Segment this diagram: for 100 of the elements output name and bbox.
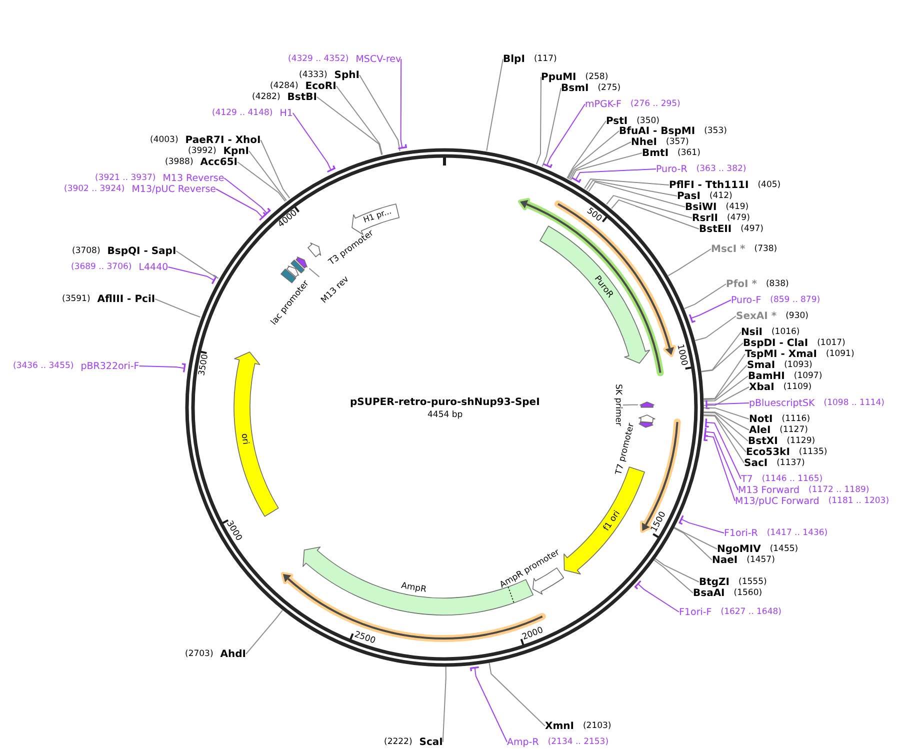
enzyme-name: BtgZI	[699, 576, 730, 588]
scale-number: 2500	[352, 629, 376, 646]
primer-range: (363 .. 382)	[696, 164, 746, 174]
primer-range: (1417 .. 1436)	[766, 528, 828, 538]
leader-line	[700, 332, 742, 372]
leader-line	[488, 662, 546, 726]
leader-line	[568, 142, 632, 180]
leader-line	[705, 418, 742, 480]
site-position: (258)	[585, 72, 608, 82]
enzyme-name: BstBI	[287, 92, 317, 102]
leader-line	[678, 514, 724, 534]
enzyme-name: KpnI	[223, 146, 250, 156]
scale-number: 2000	[520, 626, 545, 643]
primer-name: L4440	[138, 262, 168, 272]
enzyme-name: BmtI	[642, 148, 669, 158]
enzyme-name: BsiWI	[685, 202, 717, 212]
enzyme-name: NaeI	[712, 554, 738, 566]
primer-feature	[294, 254, 310, 270]
leader-line	[470, 666, 508, 742]
leader-line	[237, 162, 286, 202]
site-position: (405)	[758, 180, 781, 190]
feature-label: ori	[238, 432, 250, 445]
site-position: (4003)	[150, 134, 178, 146]
leader-line	[442, 666, 446, 742]
site-position: (2103)	[582, 720, 612, 732]
site-position: (1017)	[817, 338, 846, 348]
leader-line	[584, 178, 670, 189]
feature-label: AmpR	[400, 581, 428, 596]
scale-number: 500	[585, 206, 604, 224]
enzyme-name: SmaI	[747, 360, 776, 370]
leader-line	[154, 298, 201, 318]
site-position: (117)	[534, 54, 557, 64]
site-position: (1137)	[776, 458, 805, 468]
primer-range: (4329 .. 4352)	[288, 54, 349, 64]
primer-range: (3689 .. 3706)	[71, 262, 132, 272]
feature-band	[562, 465, 647, 576]
enzyme-name: SexAI *	[736, 310, 777, 322]
primer-range: (3921 .. 3937)	[95, 172, 156, 184]
leader-line	[486, 58, 504, 152]
leader-line	[703, 412, 748, 442]
leader-line	[703, 354, 746, 400]
leader-line	[358, 74, 400, 152]
leader-line	[542, 88, 562, 167]
enzyme-name: PasI	[677, 190, 700, 202]
primer-name: H1	[280, 108, 293, 118]
enzyme-name: PaeR7I - XhoI	[185, 134, 261, 146]
site-position: (3591)	[62, 294, 90, 304]
leader-line	[570, 152, 642, 181]
enzyme-name: PflFI - Tth111I	[669, 180, 749, 190]
site-position: (738)	[754, 244, 778, 254]
leader-line	[308, 268, 320, 278]
leader-line	[703, 414, 746, 452]
enzyme-name: NsiI	[741, 326, 762, 338]
primer-range: (2134 .. 2153)	[548, 736, 609, 748]
enzyme-name: XbaI	[749, 382, 774, 392]
feature-band	[538, 224, 652, 366]
primer-range: (1172 .. 1189)	[808, 484, 870, 496]
site-position: (1116)	[782, 414, 810, 424]
leader-line	[224, 178, 271, 217]
primer-feature	[638, 400, 656, 410]
leader-line	[542, 104, 586, 168]
enzyme-name: BsmI	[561, 82, 589, 94]
scale-number: 3500	[196, 354, 210, 377]
leader-line	[246, 610, 283, 654]
enzyme-name: MscI *	[711, 244, 746, 254]
primer-name: pBR322ori-F	[80, 360, 140, 372]
enzyme-name: PstI	[606, 116, 628, 126]
leader-line	[260, 140, 290, 199]
primer-name: T7	[741, 474, 753, 484]
site-position: (1093)	[784, 360, 812, 370]
site-position: (479)	[727, 212, 750, 224]
leader-line	[704, 427, 738, 490]
plasmid-name: pSUPER-retro-puro-shNup93-SpeI	[350, 397, 540, 409]
site-position: (1457)	[746, 554, 775, 566]
leader-line	[706, 399, 750, 410]
site-position: (930)	[786, 310, 808, 322]
site-position: (1016)	[771, 326, 800, 338]
leader-line	[536, 76, 542, 165]
enzyme-name: PfoI *	[726, 278, 757, 290]
site-position: (275)	[598, 82, 621, 94]
plasmid-size: 4454 bp	[428, 408, 463, 420]
feature-label: f1 ori	[602, 508, 623, 532]
leader-line	[700, 342, 744, 372]
leader-line	[673, 528, 712, 560]
leader-line	[704, 431, 736, 502]
enzyme-name: NheI	[631, 136, 657, 148]
site-position: (419)	[726, 202, 749, 212]
leader-line	[316, 96, 382, 156]
leader-line	[634, 580, 680, 612]
enzyme-name: NgoMIV	[717, 544, 761, 554]
enzyme-name: BlpI	[503, 54, 525, 64]
primer-range: (1181 .. 1203)	[828, 496, 890, 506]
site-block	[289, 258, 306, 275]
leader-line	[703, 386, 750, 406]
leader-line	[248, 150, 287, 201]
feature-label: H1 pr...	[362, 206, 393, 226]
leader-line	[684, 284, 726, 310]
site-position: (838)	[766, 278, 789, 290]
primer-name: F1ori-F	[679, 606, 712, 618]
site-position: (1097)	[794, 370, 822, 382]
